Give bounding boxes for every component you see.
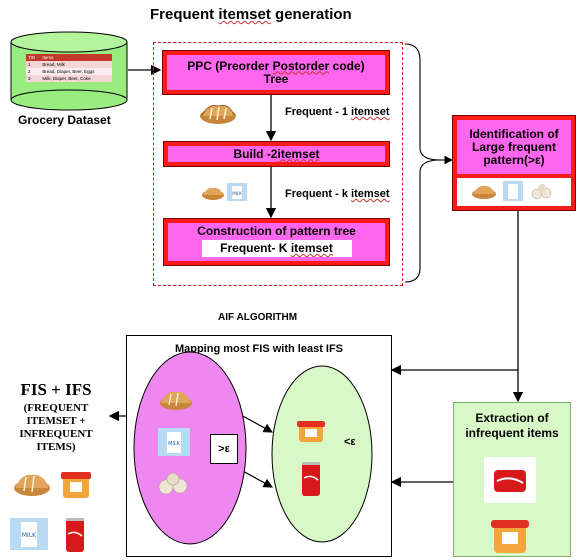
milk-icon: MILK <box>158 428 190 461</box>
build-2-itemset-box: Build -2 itemset <box>163 141 390 167</box>
fis-ifs-block: FIS + IFS (FREQUENT ITEMSET + INFREQUENT… <box>4 380 108 454</box>
mapping-title: Mapping most FIS with least IFS <box>174 343 344 355</box>
ppc-tree-box: PPC (Preorder Postorder code) Tree <box>162 50 390 95</box>
fis-ifs-line: ITEMSET + <box>26 415 86 427</box>
fis-ifs-line: (FREQUENT <box>23 402 89 414</box>
diagram-title: Frequent itemset generation <box>150 6 352 23</box>
svg-text:MILK: MILK <box>168 441 181 447</box>
eggs-icon <box>531 184 553 205</box>
infrequent-items-ellipse <box>271 365 373 543</box>
milk-icon: MILK <box>227 183 247 206</box>
greater-than-epsilon-box: >ε <box>210 434 238 464</box>
candy-tub-icon <box>296 420 326 449</box>
less-than-epsilon-label: <ε <box>344 436 356 448</box>
bread-icon <box>12 472 52 503</box>
extraction-box: Extraction of infrequent items <box>453 402 571 557</box>
frequent-1-itemset-label: Frequent - 1 itemset <box>285 106 390 118</box>
coke-can-icon <box>301 460 321 503</box>
extraction-title: Extraction of infrequent items <box>465 411 559 440</box>
bread-icon <box>471 184 497 205</box>
bread-icon <box>198 103 238 130</box>
aif-algorithm-label: AIF ALGORITHM <box>218 312 298 323</box>
milk-icon: MILK <box>10 518 48 555</box>
svg-text:MILK: MILK <box>22 532 37 539</box>
fis-ifs-line: ITEMS) <box>36 441 76 453</box>
candy-tub-icon <box>60 470 92 505</box>
candy-tub-icon <box>490 517 530 560</box>
coke-can-icon <box>484 457 536 503</box>
bread-icon <box>158 389 194 416</box>
identification-items <box>457 178 571 206</box>
bread-icon <box>201 186 225 205</box>
dataset-label: Grocery Dataset <box>18 113 111 127</box>
generation-container <box>153 42 403 286</box>
svg-text:MILK: MILK <box>232 191 242 196</box>
eggs-icon <box>158 472 192 501</box>
identification-box: Identification of Large frequent pattern… <box>452 115 576 211</box>
frequent-k-itemset-label: Frequent - k itemset <box>285 188 390 200</box>
construction-box: Construction of pattern tree Frequent- K… <box>163 218 390 266</box>
coke-can-icon <box>64 516 86 559</box>
fis-ifs-line: INFREQUENT <box>19 428 93 440</box>
milk-icon <box>503 181 523 206</box>
fis-ifs-title: FIS + IFS <box>20 380 92 399</box>
